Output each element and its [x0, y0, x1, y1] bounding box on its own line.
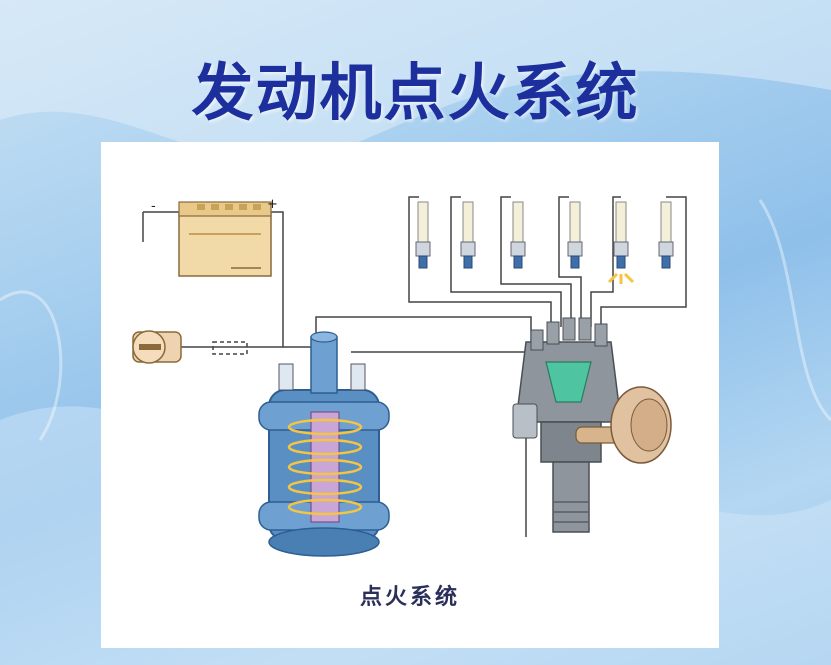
ignition-coil	[258, 331, 390, 557]
ignition-switch	[132, 330, 182, 364]
battery: - +	[151, 197, 278, 277]
spark-plug-1	[415, 201, 431, 269]
battery-minus-label: -	[151, 199, 156, 214]
resistor	[212, 341, 248, 355]
spark-plug-6	[658, 201, 674, 269]
distributor	[512, 317, 672, 533]
ignition-system-diagram: - +	[132, 196, 687, 610]
spark-plug-3	[510, 201, 526, 269]
spark-plug-5	[607, 201, 635, 284]
diagram-panel: - +	[101, 142, 719, 648]
spark-plug-2	[460, 201, 476, 269]
battery-plus-label: +	[267, 197, 278, 212]
spark-icon	[607, 272, 635, 284]
spark-plugs	[415, 201, 674, 284]
slide-title: 发动机点火系统	[191, 56, 640, 129]
diagram-caption: 点火系统	[360, 584, 460, 610]
spark-plug-4	[567, 201, 583, 269]
